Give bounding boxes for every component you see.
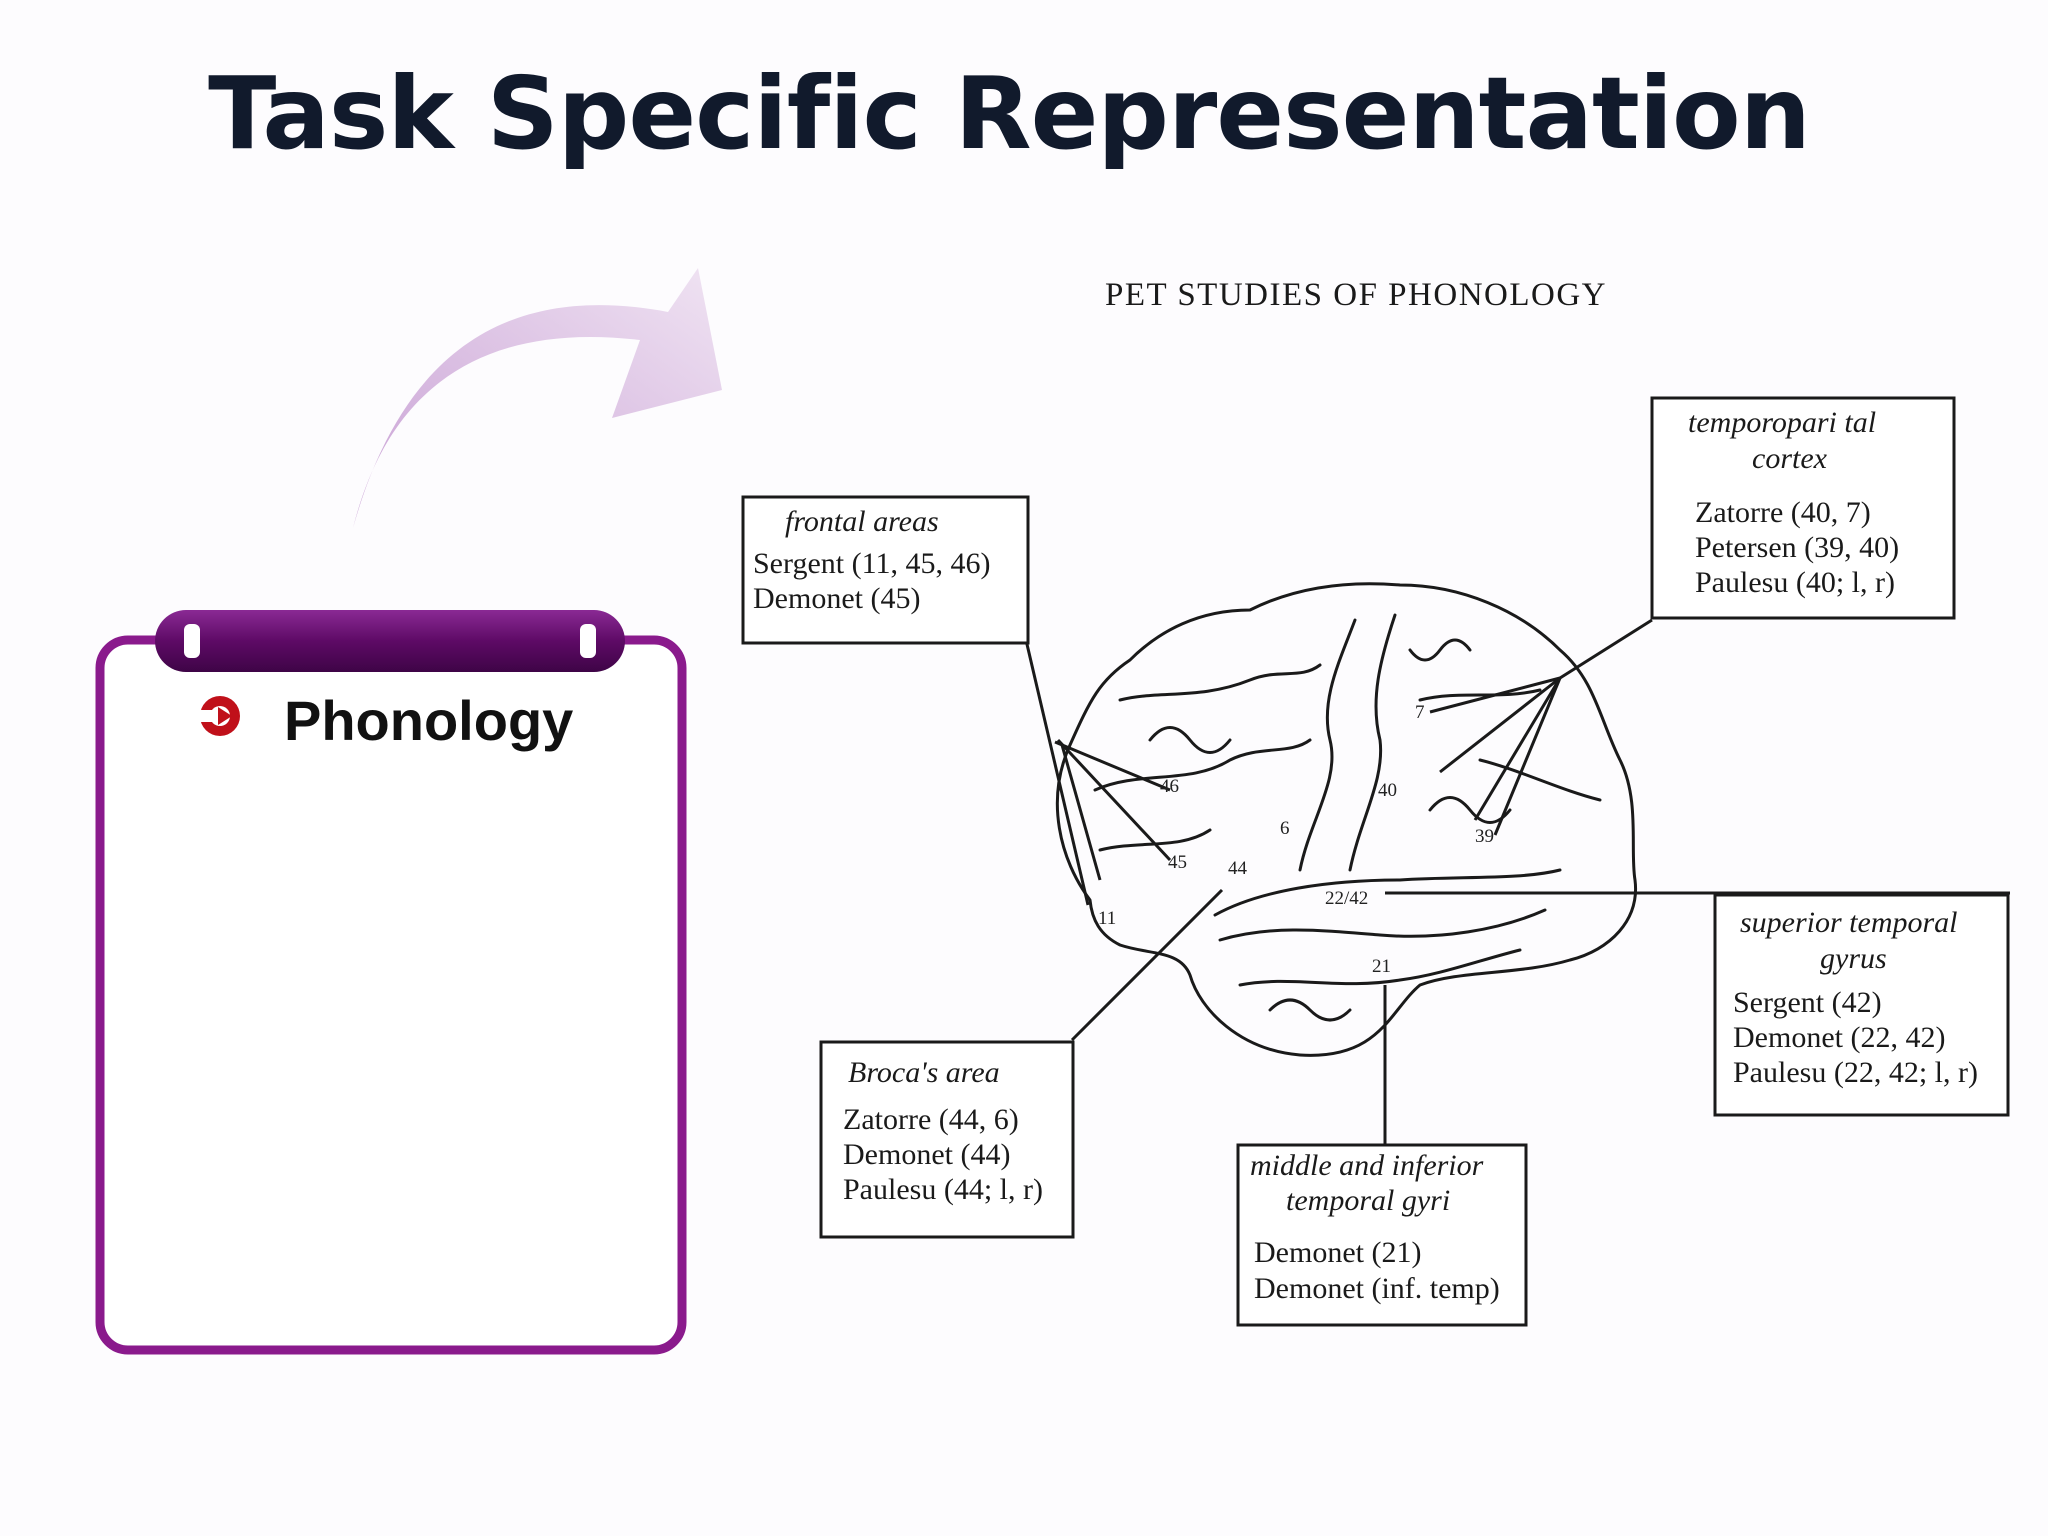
box-superior-temporal-gyrus: superior temporal gyrus Sergent (42) Dem… — [1713, 893, 2010, 1117]
box-line: Demonet (22, 42) — [1733, 1021, 1945, 1054]
brain-illustration — [1055, 582, 1638, 1057]
box-frame — [819, 1040, 1075, 1239]
leader-lines — [1024, 618, 2010, 1148]
box-heading: superior temporal — [1740, 906, 1958, 939]
leader-frontal-2 — [1054, 740, 1171, 792]
clip-ring-left — [184, 624, 200, 658]
box-heading: temporopari tal — [1688, 406, 1876, 439]
leader-frontal-1 — [1024, 639, 1090, 906]
gyrus-detail-4 — [1408, 638, 1472, 662]
box-line: Demonet (21) — [1254, 1236, 1421, 1269]
brain-outline — [1055, 582, 1638, 1057]
box-heading: middle and inferior — [1250, 1149, 1484, 1182]
box-temporoparietal-cortex: temporopari tal cortex Zatorre (40, 7) P… — [1650, 396, 1956, 620]
temporal-sulcus — [1238, 948, 1522, 987]
box-brocas-area: Broca's area Zatorre (44, 6) Demonet (44… — [819, 1040, 1075, 1239]
frontal-sulcus-3 — [1098, 828, 1212, 852]
box-frontal-areas: frontal areas Sergent (11, 45, 46) Demon… — [741, 495, 1030, 645]
central-sulcus — [1298, 618, 1357, 872]
box-heading: cortex — [1752, 442, 1828, 475]
box-frame — [1713, 893, 2010, 1117]
frontal-sulcus-1 — [1118, 663, 1322, 702]
box-frame — [1236, 1143, 1528, 1327]
temporal-lobe-line — [1218, 908, 1547, 942]
clipboard-panel: Phonology — [95, 610, 687, 1355]
area-39: 39 — [1475, 826, 1494, 847]
area-numbers: 46 45 44 6 11 40 7 39 22/42 21 — [1098, 702, 1494, 977]
gyrus-detail-3 — [1268, 998, 1352, 1022]
frontal-sulcus-2 — [1093, 738, 1312, 792]
leader-tp-4 — [1473, 677, 1562, 821]
box-line: Sergent (42) — [1733, 986, 1882, 1019]
figure-title: PET STUDIES OF PHONOLOGY — [1105, 277, 1607, 313]
box-line: Paulesu (44; l, r) — [843, 1173, 1043, 1206]
area-21: 21 — [1372, 956, 1391, 977]
panel-clip-bar — [155, 610, 625, 672]
box-heading: temporal gyri — [1286, 1184, 1450, 1217]
leader-tp-3 — [1439, 676, 1561, 774]
area-6: 6 — [1280, 818, 1290, 839]
leader-tp-5 — [1493, 677, 1562, 836]
area-45: 45 — [1168, 852, 1187, 873]
parietal-sulcus — [1418, 688, 1542, 702]
gyrus-detail-1 — [1148, 726, 1232, 754]
occipital-sulcus — [1478, 758, 1602, 802]
sylvian-fissure — [1213, 868, 1562, 917]
box-heading: frontal areas — [785, 505, 939, 538]
box-line: Demonet (44) — [843, 1138, 1010, 1171]
area-40: 40 — [1378, 780, 1397, 801]
bullet-text: Phonology — [284, 689, 573, 752]
box-line: Paulesu (40; l, r) — [1695, 566, 1895, 599]
leader-broca — [1070, 888, 1224, 1042]
leader-tp-1 — [1559, 618, 1653, 680]
area-44: 44 — [1228, 858, 1248, 879]
box-frame — [1650, 396, 1956, 620]
box-line: Paulesu (22, 42; l, r) — [1733, 1056, 1978, 1089]
box-line: Demonet (45) — [753, 582, 920, 615]
box-line: Sergent (11, 45, 46) — [753, 547, 990, 580]
box-heading: Broca's area — [848, 1056, 1000, 1089]
slide-title: Task Specific Representation — [208, 55, 1811, 172]
clip-ring-right — [580, 624, 596, 658]
box-frame — [741, 495, 1030, 645]
box-line: Zatorre (44, 6) — [843, 1103, 1019, 1136]
curved-arrow-icon — [353, 268, 722, 528]
box-line: Demonet (inf. temp) — [1254, 1272, 1500, 1305]
leader-frontal-4 — [1060, 744, 1102, 881]
arrow-circle-icon — [196, 696, 240, 736]
postcentral-sulcus — [1348, 613, 1397, 872]
area-11: 11 — [1098, 908, 1116, 929]
box-line: Zatorre (40, 7) — [1695, 496, 1871, 529]
leader-frontal-3 — [1056, 738, 1172, 862]
box-line: Petersen (39, 40) — [1695, 531, 1899, 564]
box-middle-inferior-temporal-gyri: middle and inferior temporal gyri Demone… — [1236, 1143, 1528, 1327]
area-7: 7 — [1415, 702, 1425, 723]
box-heading: gyrus — [1820, 942, 1887, 975]
area-46: 46 — [1160, 776, 1179, 797]
area-22-42: 22/42 — [1325, 888, 1368, 909]
gyrus-detail-2 — [1428, 796, 1512, 824]
